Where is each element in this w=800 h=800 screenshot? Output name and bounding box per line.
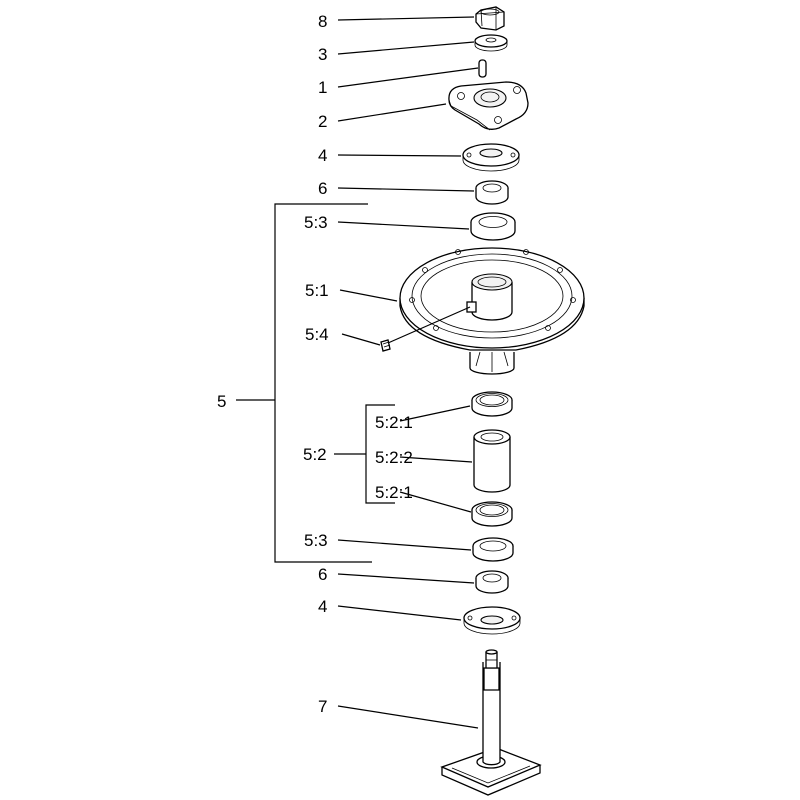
bracket-5: [274, 203, 372, 563]
callout-5-2-1-lower: 5:2:1: [375, 483, 413, 502]
callout-4-lower: 4: [318, 597, 327, 616]
part-8-hex-nut: [475, 6, 505, 31]
callout-5-2-2: 5:2:2: [375, 448, 413, 467]
callout-5-3-lower: 5:3: [304, 531, 328, 550]
callout-5: 5: [217, 392, 226, 411]
callout-4-upper: 4: [318, 146, 327, 165]
callout-5-1: 5:1: [305, 281, 329, 300]
part-5-1-spindle-housing: [399, 247, 585, 375]
callout-3: 3: [318, 45, 327, 64]
part-5-2-1-bearing-upper: [471, 391, 513, 417]
callout-5-4: 5:4: [305, 325, 329, 344]
part-2-flange: [448, 81, 529, 131]
part-7-spindle-shaft: [440, 649, 542, 796]
callout-6-lower: 6: [318, 565, 327, 584]
part-3-washer: [474, 34, 508, 52]
callout-5-2-1-upper: 5:2:1: [375, 413, 413, 432]
part-5-3-cup-upper: [470, 212, 516, 241]
callout-7: 7: [318, 697, 327, 716]
callout-2: 2: [318, 112, 327, 131]
callout-6-upper: 6: [318, 179, 327, 198]
leader-lines: [236, 16, 479, 729]
part-5-4-grease-fitting: [380, 339, 391, 352]
part-5-2-2-spacer: [473, 429, 511, 493]
callout-1: 1: [318, 78, 327, 97]
part-6-bearing-lower: [475, 570, 509, 594]
part-5-2-1-bearing-lower: [471, 501, 513, 527]
callout-5-3-upper: 5:3: [304, 213, 328, 232]
callout-5-2: 5:2: [303, 445, 327, 464]
part-6-bearing-upper: [475, 180, 509, 205]
part-5-3-cup-lower: [472, 537, 514, 562]
part-4-seal-upper: [462, 143, 520, 172]
part-1-pin: [478, 59, 487, 78]
callout-8: 8: [318, 12, 327, 31]
part-4-seal-lower: [463, 606, 521, 635]
